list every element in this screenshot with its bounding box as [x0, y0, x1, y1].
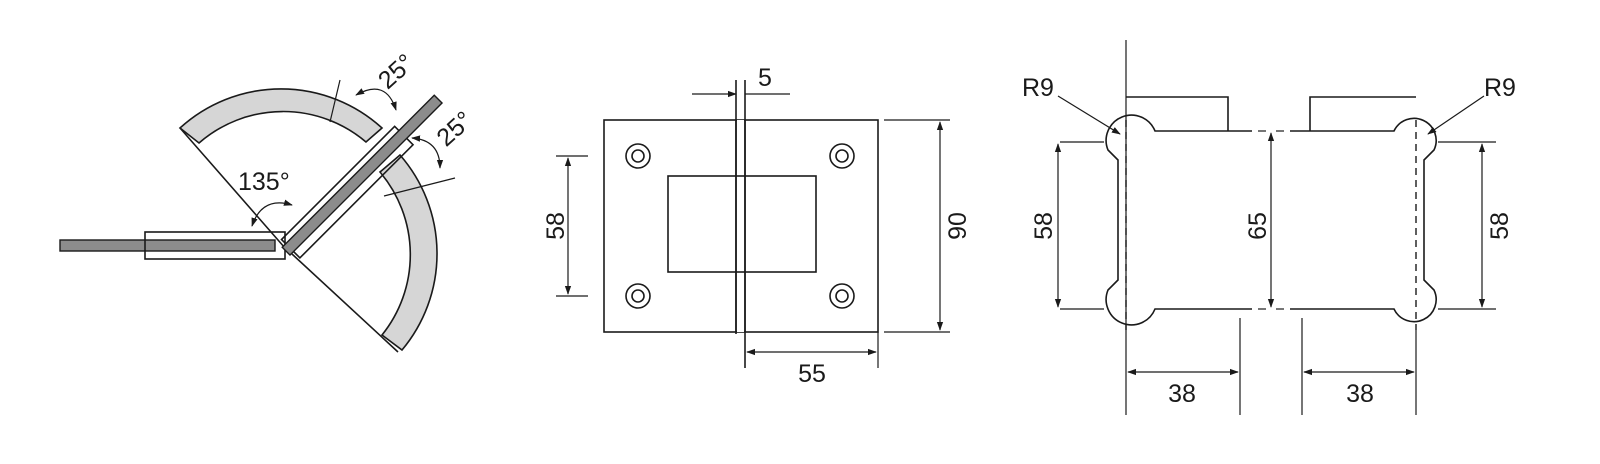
screw-hole-top-right — [829, 143, 855, 169]
swing-arc-upper — [178, 88, 384, 145]
plate-top-right — [1309, 96, 1416, 131]
reference-line-lower — [291, 253, 399, 353]
dim-plate-label: 90 — [944, 212, 972, 240]
dim-hole-label: 58 — [542, 212, 570, 240]
angle-tick-upper — [329, 79, 341, 123]
radius-label-left: R9 — [1022, 74, 1054, 102]
screw-hole-top-left — [625, 143, 651, 169]
angle-tick-lower — [383, 177, 456, 197]
center-block — [667, 175, 817, 273]
cutout-outline-right — [1290, 117, 1437, 323]
dim-span-center-label: 65 — [1244, 212, 1272, 240]
plate-top-left — [1126, 96, 1229, 131]
cutout-view: R9 R9 58 65 58 38 38 — [1022, 40, 1516, 415]
radius-leader-left — [1057, 95, 1121, 135]
dim-span-left-label: 58 — [1030, 212, 1058, 240]
angle-label-lower: 25° — [431, 106, 478, 152]
angle-arrow-lower — [411, 135, 444, 169]
dim-leaf-label: 55 — [798, 360, 826, 388]
cutout-outline-left — [1105, 114, 1252, 326]
angle-label-upper: 25° — [373, 49, 420, 95]
swing-arc-lower — [378, 153, 438, 352]
glass-panel-rotated — [281, 94, 444, 257]
angle-arrow-main — [251, 199, 293, 227]
opening-angle-view: 135° 25° 25° — [59, 49, 478, 353]
gap-strip — [737, 120, 744, 332]
radius-leader-right — [1427, 95, 1485, 135]
dim-span-right-label: 58 — [1486, 212, 1514, 240]
radius-label-right: R9 — [1484, 74, 1516, 102]
angle-arrow-upper — [355, 88, 397, 111]
dim-gap-label: 5 — [758, 64, 772, 92]
dim-offset-right-label: 38 — [1346, 380, 1374, 408]
front-view: 5 58 90 55 — [542, 64, 972, 388]
glass-panel-horizontal — [59, 239, 276, 252]
screw-hole-bottom-right — [829, 283, 855, 309]
reference-line-upper — [179, 127, 286, 249]
dim-offset-left-label: 38 — [1168, 380, 1196, 408]
angle-label-main: 135° — [238, 168, 290, 196]
screw-hole-bottom-left — [625, 283, 651, 309]
